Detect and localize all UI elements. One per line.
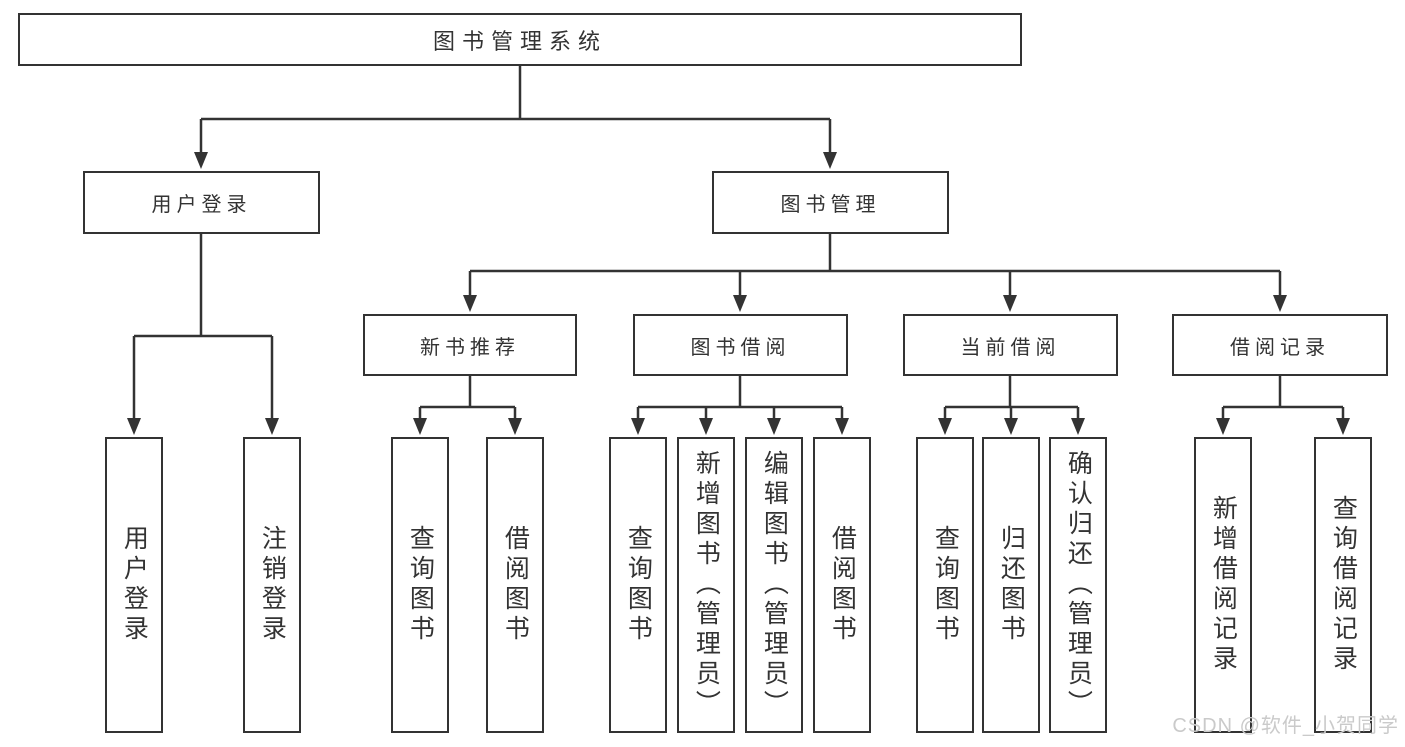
leaf-add-book-admin-label: 新增图书（管理员）: [692, 450, 721, 720]
arrow-down-icon: [823, 152, 837, 169]
arrow-down-icon: [265, 418, 279, 435]
arrow-down-icon: [194, 152, 208, 169]
arrow-down-icon: [938, 418, 952, 435]
node-user-login-label: 用户登录: [151, 194, 252, 216]
leaf-return-book: 归还图书: [982, 437, 1040, 733]
connector-new-book-recommend: [418, 376, 517, 419]
leaf-query-book-borrow: 查询图书: [609, 437, 667, 733]
node-current-borrow-label: 当前借阅: [960, 336, 1061, 359]
connector-book-borrow: [636, 376, 844, 419]
leaf-confirm-return-admin-label: 确认归还（管理员）: [1064, 450, 1093, 720]
leaf-user-login: 用户登录: [105, 437, 163, 733]
node-new-book-recommend: 新书推荐: [363, 314, 577, 376]
node-borrow-records: 借阅记录: [1172, 314, 1388, 376]
leaf-query-book-recommend: 查询图书: [391, 437, 449, 733]
node-current-borrow: 当前借阅: [903, 314, 1118, 376]
arrow-down-icon: [835, 418, 849, 435]
arrow-down-icon: [1336, 418, 1350, 435]
leaf-user-login-label: 用户登录: [120, 525, 149, 645]
arrow-down-icon: [463, 295, 477, 312]
node-book-borrow-label: 图书借阅: [690, 336, 791, 359]
arrow-down-icon: [733, 295, 747, 312]
leaf-confirm-return-admin: 确认归还（管理员）: [1049, 437, 1107, 733]
connector-book-management: [468, 234, 1282, 296]
connector-current-borrow: [943, 376, 1080, 419]
node-root: 图书管理系统: [18, 13, 1022, 66]
leaf-add-book-admin: 新增图书（管理员）: [677, 437, 735, 733]
node-user-login: 用户登录: [83, 171, 320, 234]
node-new-book-recommend-label: 新书推荐: [420, 336, 520, 359]
leaf-query-book-current-label: 查询图书: [931, 525, 960, 645]
leaf-edit-book-admin-label: 编辑图书（管理员）: [760, 450, 789, 720]
leaf-query-borrow-record-label: 查询借阅记录: [1329, 495, 1358, 675]
leaf-borrow-book-recommend: 借阅图书: [486, 437, 544, 733]
leaf-borrow-book: 借阅图书: [813, 437, 871, 733]
arrowheads: [127, 152, 1350, 435]
leaf-query-book-borrow-label: 查询图书: [624, 525, 653, 645]
leaf-add-borrow-record-label: 新增借阅记录: [1209, 495, 1238, 675]
leaf-logout-login: 注销登录: [243, 437, 301, 733]
csdn-watermark: CSDN @软件_小贺同学: [1172, 715, 1399, 737]
node-borrow-records-label: 借阅记录: [1230, 336, 1330, 359]
leaf-query-book-recommend-label: 查询图书: [406, 525, 435, 645]
arrow-down-icon: [1003, 295, 1017, 312]
leaf-edit-book-admin: 编辑图书（管理员）: [745, 437, 803, 733]
connector-root: [199, 66, 832, 153]
leaf-logout-login-label: 注销登录: [258, 525, 287, 645]
leaf-borrow-book-label: 借阅图书: [828, 525, 857, 645]
leaf-query-book-current: 查询图书: [916, 437, 974, 733]
leaf-add-borrow-record: 新增借阅记录: [1194, 437, 1252, 733]
leaf-return-book-label: 归还图书: [997, 525, 1026, 645]
arrow-down-icon: [127, 418, 141, 435]
leaf-borrow-book-recommend-label: 借阅图书: [501, 525, 530, 645]
connector-user-login: [132, 234, 274, 419]
leaf-query-borrow-record: 查询借阅记录: [1314, 437, 1372, 733]
node-book-management-label: 图书管理: [780, 194, 881, 216]
arrow-down-icon: [1273, 295, 1287, 312]
arrow-down-icon: [1071, 418, 1085, 435]
node-book-management: 图书管理: [712, 171, 949, 234]
arrow-down-icon: [1216, 418, 1230, 435]
node-book-borrow: 图书借阅: [633, 314, 848, 376]
arrow-down-icon: [767, 418, 781, 435]
arrow-down-icon: [508, 418, 522, 435]
arrow-down-icon: [699, 418, 713, 435]
node-root-label: 图书管理系统: [432, 28, 607, 54]
connector-borrow-records: [1221, 376, 1345, 419]
arrow-down-icon: [413, 418, 427, 435]
arrow-down-icon: [631, 418, 645, 435]
arrow-down-icon: [1004, 418, 1018, 435]
